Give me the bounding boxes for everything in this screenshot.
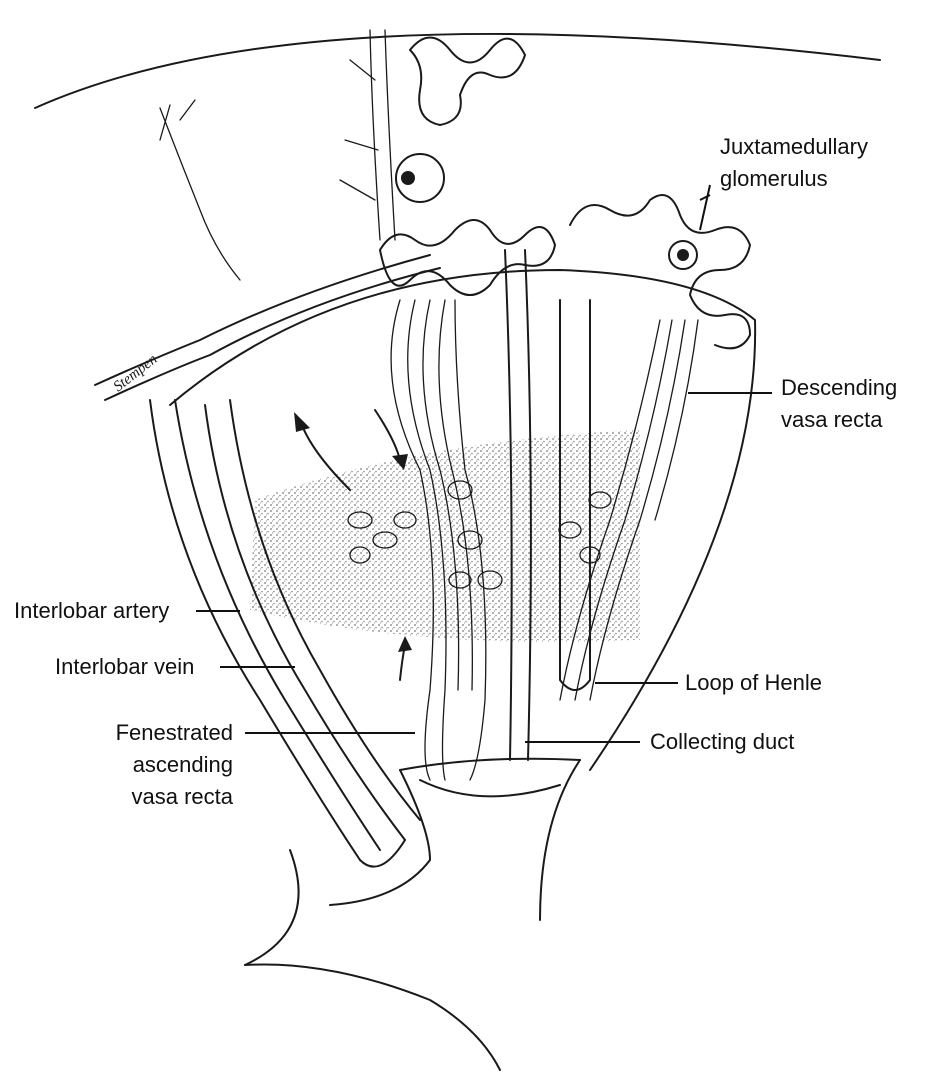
label-fenestrated-line2: ascending bbox=[133, 752, 233, 777]
label-fenestrated-line3: vasa recta bbox=[132, 784, 234, 809]
label-descending-line1: Descending bbox=[781, 375, 897, 400]
artist-signature: Stempen bbox=[111, 351, 161, 395]
cortical-radial-vessels bbox=[160, 30, 395, 280]
label-loop-of-henle: Loop of Henle bbox=[685, 670, 822, 695]
label-collecting-duct: Collecting duct bbox=[650, 729, 794, 754]
renal-papilla bbox=[245, 759, 580, 1070]
label-juxtamedullary-line1: Juxtamedullary bbox=[720, 134, 868, 159]
label-descending-line2: vasa recta bbox=[781, 407, 883, 432]
label-fenestrated-line1: Fenestrated bbox=[116, 720, 233, 745]
label-juxtamedullary-line2: glomerulus bbox=[720, 166, 828, 191]
renal-capsule-outline bbox=[35, 34, 880, 108]
label-interlobar-vein: Interlobar vein bbox=[55, 654, 194, 679]
label-interlobar-artery: Interlobar artery bbox=[14, 598, 169, 623]
upper-glomerulus-tubules bbox=[380, 38, 555, 296]
